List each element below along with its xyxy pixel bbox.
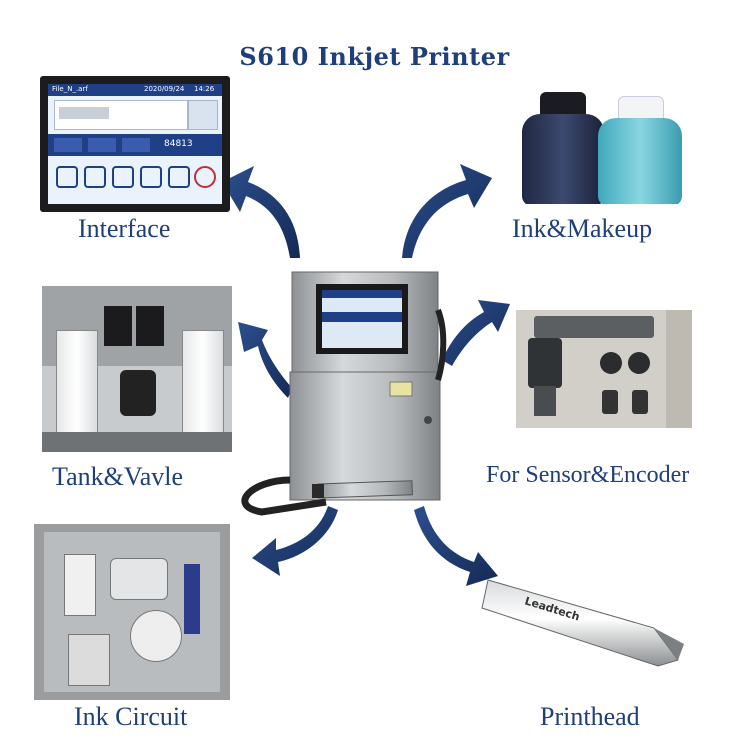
- arrow-to-ink-circuit: [252, 506, 338, 576]
- screen-counter: 84813: [164, 139, 193, 149]
- screen-parameter-row: 84813: [48, 134, 222, 156]
- label-sensor-encoder: For Sensor&Encoder: [486, 462, 690, 488]
- arrow-to-sensor: [442, 300, 510, 366]
- printhead-svg: Leadtech: [481, 579, 684, 667]
- label-printhead: Printhead: [540, 702, 640, 731]
- arrow-to-interface: [222, 166, 300, 258]
- screen-icon-row: [54, 162, 216, 198]
- makeup-bottle: [598, 118, 682, 204]
- ink-makeup-photo: [500, 84, 690, 204]
- printer-photo: [232, 270, 450, 516]
- printer-svg: [241, 271, 447, 516]
- printhead-photo: Leadtech: [478, 560, 694, 670]
- screen-date: 2020/09/24: [144, 85, 185, 93]
- arrow-to-tank-valve: [238, 322, 292, 398]
- product-name: Inkjet Printer: [317, 42, 510, 71]
- screen-message-preview: [54, 100, 188, 130]
- touch-screen: File_N_.arf 2020/09/24 14:26 84813: [48, 84, 222, 204]
- interface-photo: File_N_.arf 2020/09/24 14:26 84813: [40, 76, 230, 212]
- label-ink-circuit: Ink Circuit: [74, 702, 188, 731]
- ink-bottle-cap: [540, 92, 586, 118]
- label-tank-valve: Tank&Vavle: [52, 462, 184, 491]
- label-interface: Interface: [78, 214, 171, 243]
- label-ink-makeup: Ink&Makeup: [512, 214, 653, 243]
- tank-valve-photo: [42, 286, 232, 452]
- arrow-to-ink-makeup: [402, 164, 492, 258]
- screen-status-bar: File_N_.arf 2020/09/24 14:26: [48, 84, 222, 96]
- ink-circuit-photo: [34, 524, 230, 700]
- ink-bottle: [522, 114, 604, 204]
- model-name: S610: [239, 42, 309, 71]
- sensor-encoder-photo: [516, 310, 692, 428]
- screen-file-name: File_N_.arf: [52, 85, 88, 93]
- arrow-to-printhead: [414, 506, 498, 586]
- screen-time: 14:26: [194, 85, 215, 93]
- screen-print-button: [188, 100, 218, 130]
- page-title: S610 Inkjet Printer: [0, 42, 749, 71]
